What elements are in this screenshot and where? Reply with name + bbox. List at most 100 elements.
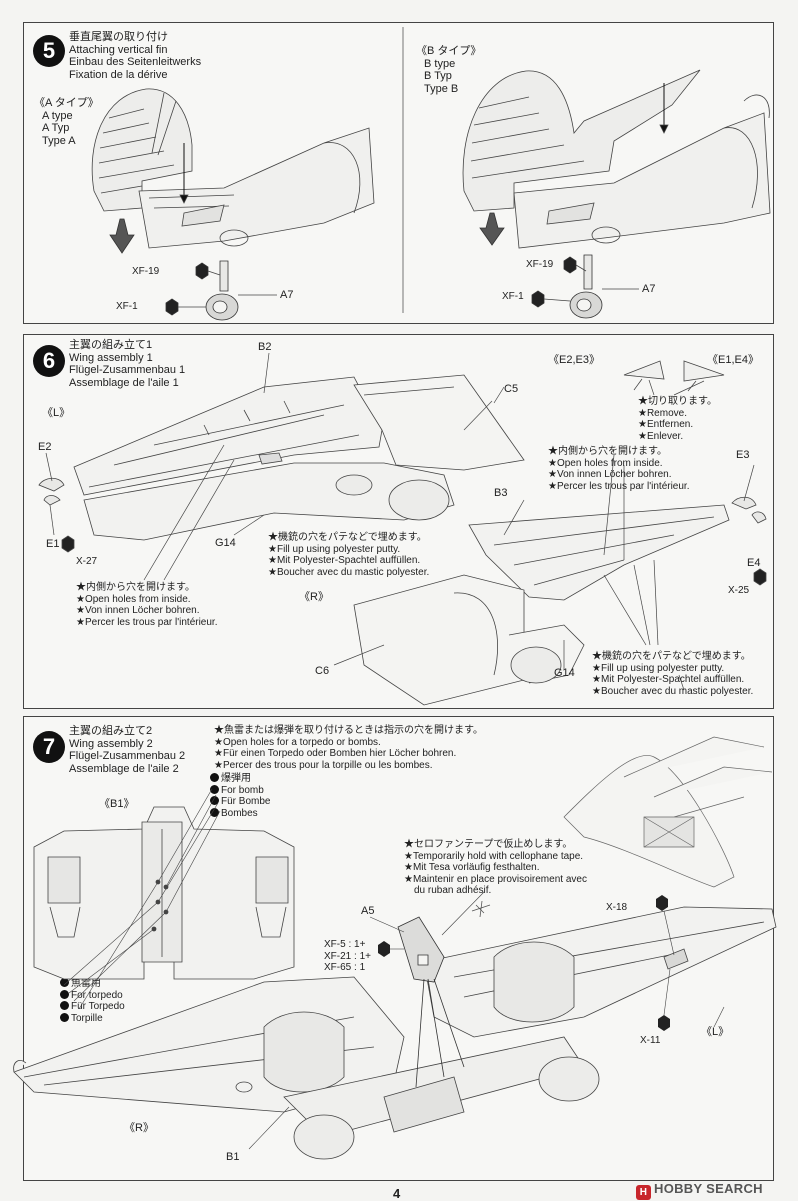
watermark-text: HOBBY SEARCH: [654, 1181, 763, 1196]
torpedo-note-ja: 魚雷用: [71, 978, 101, 989]
holes-note-en: ★Open holes for a torpedo or bombs.: [214, 736, 381, 748]
part-label-e3: E3: [736, 449, 750, 461]
step-title-en: Attaching vertical fin: [69, 43, 168, 56]
left-wingtip-parts: [39, 478, 74, 552]
bomb-dot-icon: [210, 773, 219, 782]
part-c5-drawing: [354, 375, 524, 470]
step-6-illustration: [24, 335, 775, 710]
bomb-note-de: Für Bombe: [221, 796, 271, 807]
remove-note-fr: ★Enlever.: [638, 430, 684, 442]
type-a-title: 《A タイプ》: [34, 97, 99, 109]
holes-note-de: ★Von innen Löcher bohren.: [76, 605, 200, 616]
step-title-en: Wing assembly 2: [69, 737, 153, 750]
type-a-tail-drawing: [92, 89, 374, 248]
part-a5-drawing: [398, 901, 490, 1087]
putty-note-en: ★Fill up using polyester putty.: [592, 662, 725, 674]
step-7-panel: 7 主翼の組み立て2 Wing assembly 2 Flügel-Zusamm…: [23, 716, 774, 1181]
step-title-fr: Fixation de la dérive: [69, 68, 168, 81]
torpedo-note-de: Für Torpedo: [71, 1001, 125, 1012]
type-b-tail-drawing: [463, 70, 770, 248]
b1-view-label: 《B1》: [99, 798, 135, 810]
torpedo-note-en: For torpedo: [71, 989, 123, 1001]
remove-note: ★切り取ります。 ★Remove. ★Entfernen. ★Enlever.: [638, 396, 717, 442]
step-title-fr: Assemblage de l'aile 1: [69, 376, 179, 389]
e-option-left-label: 《E2,E3》: [548, 354, 600, 366]
part-label-xf19-b: XF-19: [526, 259, 554, 270]
putty-note-de: ★Mit Polyester-Spachtel auffüllen.: [592, 674, 745, 685]
wing-b2-drawing: [74, 377, 382, 495]
torpedo-dot-icon: [60, 1012, 69, 1022]
step-title-ja: 主翼の組み立て2: [69, 725, 153, 737]
holes-note-ja: ★内側から穴を開けます。: [548, 446, 667, 457]
step-title-ja: 垂直尾翼の取り付け: [69, 31, 168, 43]
holes-note-en: ★Open holes from inside.: [548, 457, 663, 469]
left-wing-label: 《L》: [701, 1026, 730, 1038]
holes-note-right: ★内側から穴を開けます。 ★Open holes from inside. ★V…: [548, 446, 689, 492]
part-label-b2: B2: [258, 341, 272, 353]
part-label-g14-left: G14: [215, 537, 236, 549]
putty-note-left: ★機銃の穴をパテなどで埋めます。 ★Fill up using polyeste…: [268, 532, 429, 578]
torpedo-dot-icon: [60, 1001, 69, 1010]
e-option-right-label: 《E1,E4》: [707, 354, 759, 366]
step-title-fr: Assemblage de l'aile 2: [69, 762, 179, 775]
type-b-en: B type: [424, 57, 456, 70]
part-label-c5: C5: [504, 383, 519, 395]
step-title-de: Flügel-Zusammenbau 2: [69, 750, 186, 762]
fuselage-inset-drawing: [564, 737, 772, 887]
putty-note-en: ★Fill up using polyester putty.: [268, 543, 401, 555]
step-title-en: Wing assembly 1: [69, 351, 153, 364]
tape-note-de: ★Mit Tesa vorläufig festhalten.: [404, 862, 540, 873]
paint-xf65: XF-65 : 1: [324, 962, 366, 973]
remove-note-de: ★Entfernen.: [638, 419, 694, 430]
part-label-a7-a: A7: [280, 289, 294, 301]
step-title: 主翼の組み立て2 Wing assembly 2 Flügel-Zusammen…: [69, 725, 185, 775]
putty-note-fr: ★Boucher avec du mastic polyester.: [268, 566, 430, 578]
putty-note-de: ★Mit Polyester-Spachtel auffüllen.: [268, 555, 421, 566]
paint-xf21: XF-21 : 1+: [324, 950, 371, 962]
paint-xf5: XF-5 : 1+: [324, 939, 366, 950]
step-number-badge: 7: [33, 731, 65, 763]
wing-assembly-drawing: [14, 907, 776, 1159]
right-wingtip-parts: [732, 497, 766, 585]
hobby-search-logo-icon: H: [636, 1185, 651, 1200]
paint-mix-label: XF-5 : 1+ XF-21 : 1+ XF-65 : 1: [324, 939, 371, 974]
part-label-e4: E4: [747, 557, 761, 569]
page-number: 4: [393, 1186, 401, 1201]
type-a-de: A Typ: [42, 122, 70, 134]
part-label-x11: X-11: [640, 1035, 661, 1046]
putty-note-right: ★機銃の穴をパテなどで埋めます。 ★Fill up using polyeste…: [592, 651, 753, 697]
left-wing-label: 《L》: [42, 407, 71, 419]
bomb-note-ja: 爆弾用: [221, 773, 251, 784]
wing-lower-left-drawing: [84, 463, 454, 540]
part-label-x25: X-25: [728, 585, 750, 596]
step-title-de: Flügel-Zusammenbau 1: [69, 364, 186, 376]
part-label-b1: B1: [226, 1151, 240, 1163]
holes-note-ja: ★内側から穴を開けます。: [76, 582, 195, 593]
putty-note-fr: ★Boucher avec du mastic polyester.: [592, 685, 754, 697]
putty-note-ja: ★機銃の穴をパテなどで埋めます。: [592, 651, 751, 662]
right-wing-label: 《R》: [299, 591, 329, 603]
step-number-badge: 6: [33, 345, 65, 377]
type-a-fr: Type A: [42, 134, 76, 147]
type-a-en: A type: [42, 109, 73, 122]
bomb-note: 爆弾用 For bomb Für Bombe Bombes: [210, 773, 270, 819]
step-6-panel: 6 主翼の組み立て1 Wing assembly 1 Flügel-Zusamm…: [23, 334, 774, 709]
torpedo-note: 魚雷用 For torpedo Für Torpedo Torpille: [60, 978, 125, 1024]
part-label-xf1-b: XF-1: [502, 291, 524, 302]
step-title: 垂直尾翼の取り付け Attaching vertical fin Einbau …: [69, 31, 201, 81]
step-title-ja: 主翼の組み立て1: [69, 339, 153, 351]
tape-note-en: ★Temporarily hold with cellophane tape.: [404, 850, 584, 862]
holes-note-left: ★内側から穴を開けます。 ★Open holes from inside. ★V…: [76, 582, 217, 628]
holes-note-en: ★Open holes from inside.: [76, 593, 191, 605]
part-label-a5: A5: [361, 905, 375, 917]
putty-note-ja: ★機銃の穴をパテなどで埋めます。: [268, 532, 427, 543]
torpedo-dot-icon: [60, 978, 69, 987]
type-b-de: B Typ: [424, 70, 452, 82]
step-7-illustration: [24, 717, 775, 1182]
type-a-caption: 《A タイプ》 A type A Typ Type A: [34, 97, 99, 147]
step-5-illustration: [24, 23, 775, 325]
step-title-de: Einbau des Seitenleitwerks: [69, 56, 202, 68]
step-5-panel: 5 垂直尾翼の取り付け Attaching vertical fin Einba…: [23, 22, 774, 324]
step-number-badge: 5: [33, 35, 65, 67]
